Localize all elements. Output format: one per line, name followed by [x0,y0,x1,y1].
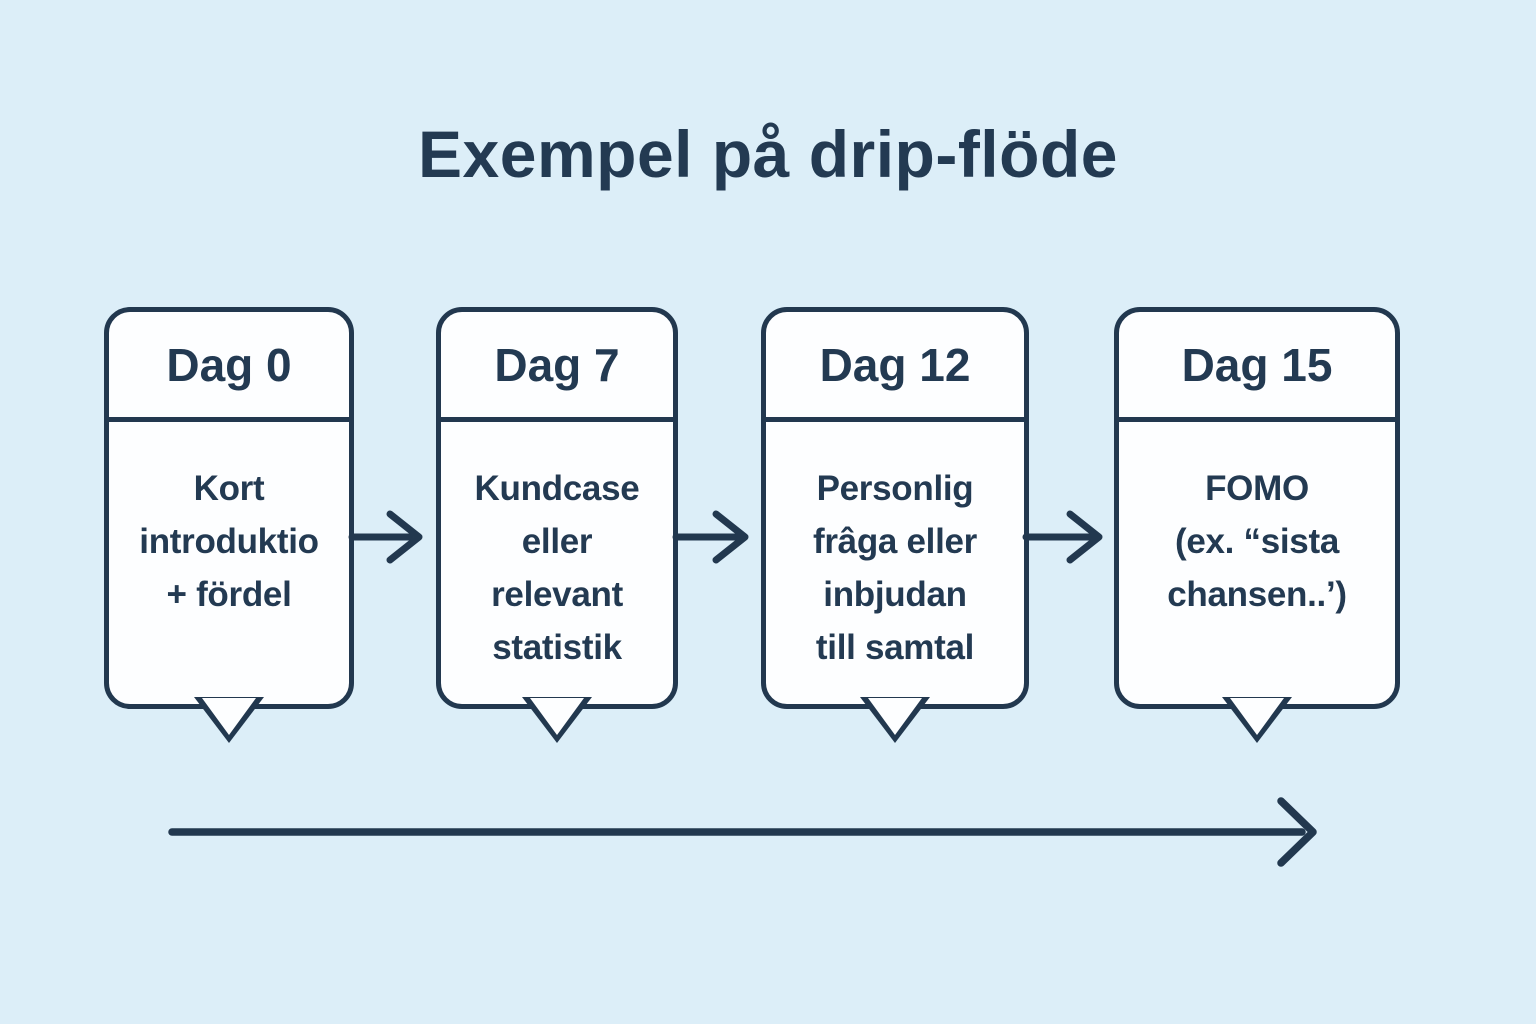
description-line: introduktio [139,522,319,561]
description-line: inbjudan [823,575,967,614]
step-card-dag-7: Dag 7 Kundcase eller relevant statistik [436,307,678,743]
step-day-header: Dag 7 [441,312,673,422]
step-card-dag-12: Dag 12 Personlig frâga eller inbjudan ti… [761,307,1029,743]
description-line: relevant [491,575,623,614]
description-line: (ex. “sista [1174,522,1339,561]
step-day-header: Dag 12 [766,312,1024,422]
timeline-arrow-icon [168,797,1317,867]
description-line: statistik [492,628,622,667]
step-card-dag-0: Dag 0 Kort introduktio + fördel [104,307,354,743]
step-description: Kundcase eller relevant statistik [441,422,673,674]
page-title: Exempel på drip-flöde [418,117,1118,191]
step-day-header: Dag 0 [109,312,349,422]
description-line: + fördel [166,575,292,614]
description-line: Kort [193,469,265,508]
description-line: Kundcase [474,469,640,508]
step-day-header: Dag 15 [1119,312,1395,422]
description-line: frâga eller [812,522,977,561]
description-line: Personlig [816,469,974,508]
step-arrow-icon [1022,510,1103,564]
step-card-dag-15: Dag 15 FOMO (ex. “sista chansen..’) [1114,307,1400,743]
step-description: Personlig frâga eller inbjudan till samt… [766,422,1024,674]
step-description: Kort introduktio + fördel [109,422,349,621]
step-arrow-icon [348,510,423,564]
step-description: FOMO (ex. “sista chansen..’) [1119,422,1395,621]
description-line: FOMO [1205,469,1309,508]
description-line: till samtal [815,628,975,667]
description-line: chansen..’) [1167,575,1347,614]
step-arrow-icon [672,510,749,564]
description-line: eller [521,522,593,561]
